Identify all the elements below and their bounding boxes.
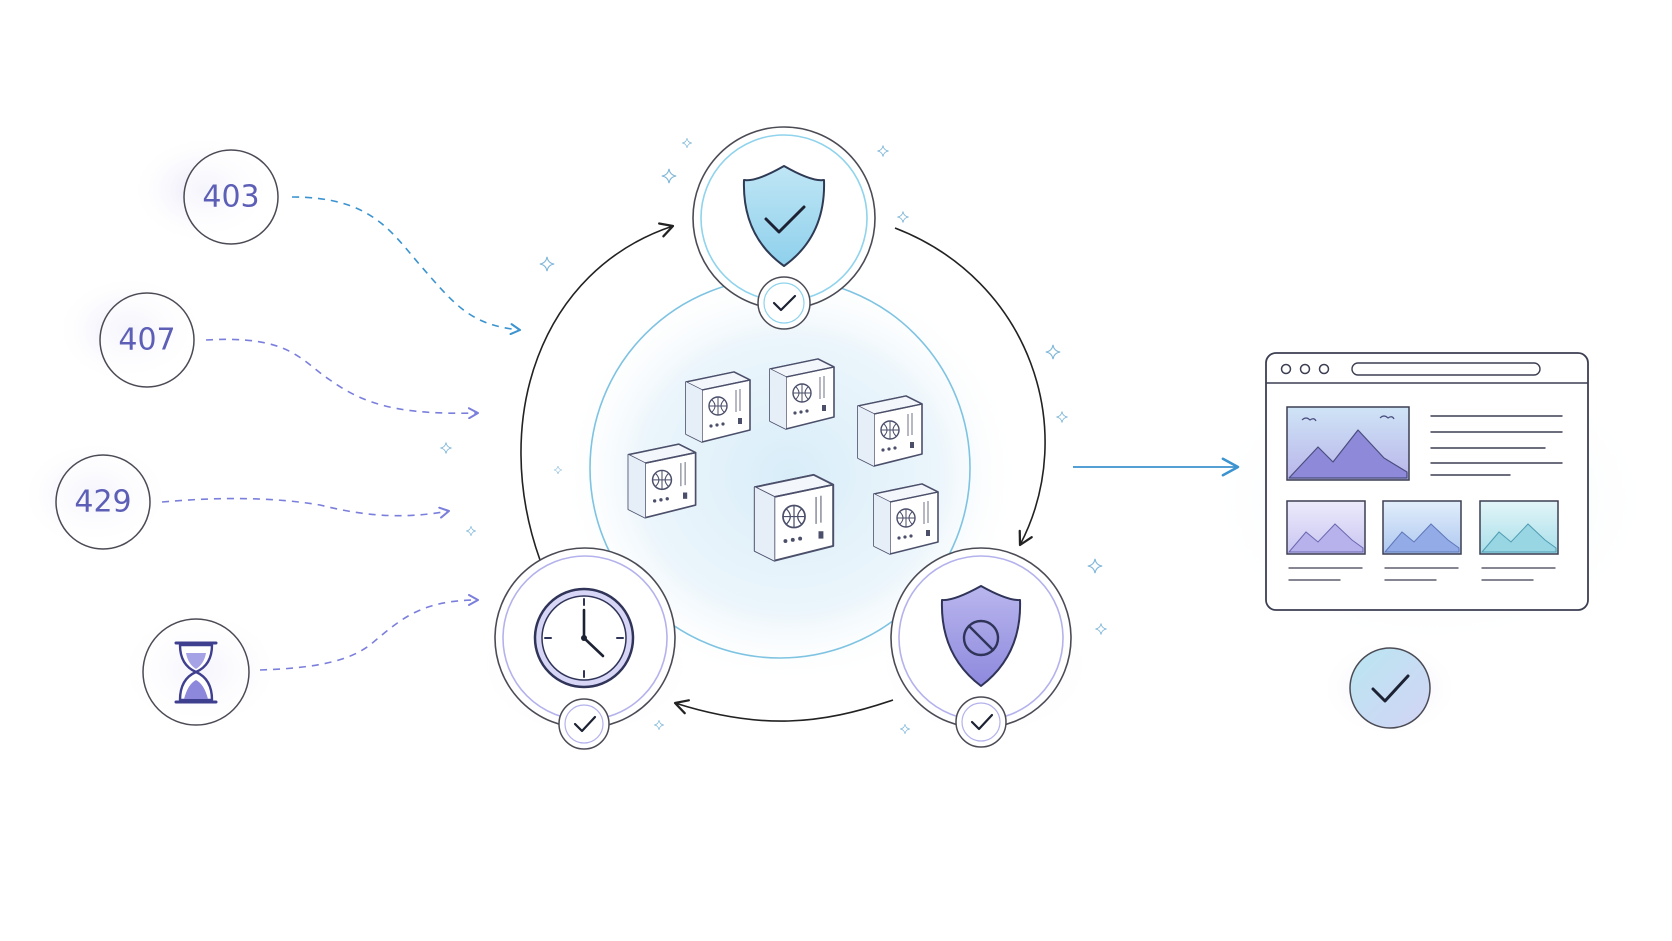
status-code-429: 429 <box>55 454 151 550</box>
sparkle-icon <box>899 723 911 735</box>
hero-image <box>1286 406 1410 481</box>
check-icon <box>1371 674 1410 703</box>
hourglass-icon <box>174 641 218 704</box>
shield-block-icon <box>940 585 1022 687</box>
arrow-429-to-pool <box>161 497 450 519</box>
status-code-label: 429 <box>74 485 131 520</box>
success-badge <box>1349 647 1431 729</box>
sparkle-icon <box>1087 558 1103 574</box>
sparkle-icon <box>876 144 890 158</box>
sparkle-icon <box>1094 622 1108 636</box>
sparkle-icon <box>1055 410 1069 424</box>
proxy-server-icon <box>769 358 835 430</box>
status-code-403: 403 <box>183 149 279 245</box>
sparkle-icon <box>539 256 555 272</box>
proxy-server-icon <box>873 483 939 555</box>
check-badge <box>955 696 1007 748</box>
check-badge <box>757 276 811 330</box>
left-node <box>494 547 676 750</box>
status-code-407: 407 <box>99 292 195 388</box>
arrow-407-to-pool <box>205 338 479 420</box>
cycle-arrow-right <box>894 227 1046 547</box>
cycle-arrow-bottom <box>673 699 894 722</box>
clock-icon <box>533 587 635 689</box>
status-code-label: 403 <box>202 180 259 215</box>
retry-cycle <box>520 222 1046 722</box>
shield-check-icon <box>742 165 826 267</box>
thumbnail-blue <box>1382 500 1462 555</box>
proxy-server-icon <box>753 473 835 562</box>
browser-window-icon <box>1265 352 1589 611</box>
sparkle-icon <box>465 525 477 537</box>
address-bar <box>1351 362 1541 376</box>
right-node <box>890 547 1072 748</box>
proxy-server-icon <box>685 371 751 443</box>
text-lines <box>1430 415 1563 476</box>
thumbnail-teal <box>1479 500 1559 555</box>
timeout-node <box>142 618 250 726</box>
sparkle-icon <box>439 441 453 455</box>
check-icon <box>970 713 994 731</box>
caption-lines <box>1288 567 1556 581</box>
check-icon <box>573 715 597 733</box>
sparkle-icon <box>896 210 910 224</box>
proxy-server-icon <box>857 395 923 467</box>
check-badge <box>558 698 610 750</box>
sparkle-icon <box>661 168 677 184</box>
arrow-403-to-pool <box>291 196 521 336</box>
sparkle-icon <box>1045 344 1061 360</box>
arrow-timeout-to-pool <box>259 594 479 671</box>
cycle-arrow-left <box>520 222 675 561</box>
thumbnail-violet <box>1286 500 1366 555</box>
proxy-server-icon <box>627 443 697 519</box>
sparkle-icon <box>681 137 693 149</box>
status-code-label: 407 <box>118 323 175 358</box>
input-arrows <box>161 196 521 671</box>
check-icon <box>772 294 797 312</box>
top-node <box>692 126 876 330</box>
